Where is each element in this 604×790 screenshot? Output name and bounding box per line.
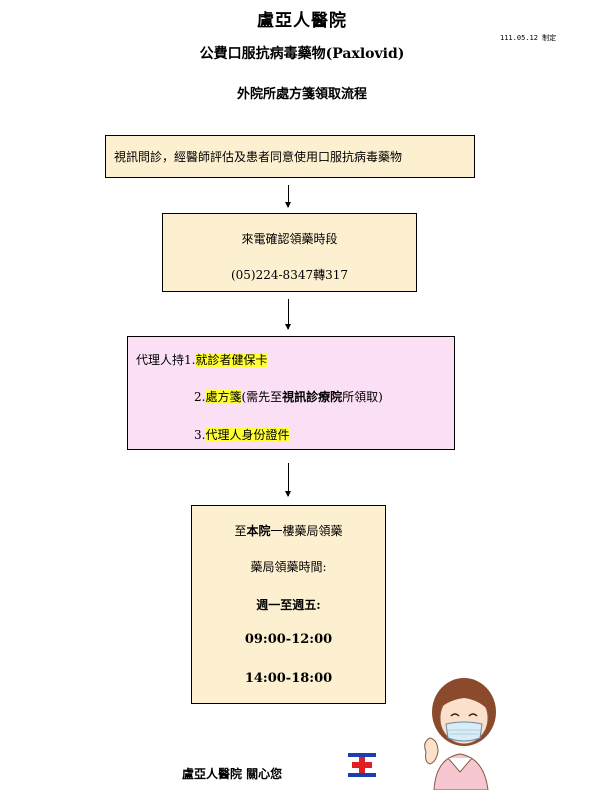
- pharmacy-hours-label: 藥局領藥時間:: [250, 560, 327, 574]
- step-3-item-3: 3.代理人身份證件: [194, 426, 290, 443]
- hospital-logo-icon: [348, 753, 376, 777]
- item-3-text: 代理人身份證件: [205, 428, 290, 442]
- item-2-number: 2.: [194, 390, 206, 404]
- item-2-text: 處方箋: [205, 390, 242, 404]
- footer-text: 盧亞人醫院 關心您: [182, 767, 283, 781]
- item-3-number: 3.: [194, 428, 206, 442]
- item-2-note-c: 所領取): [342, 390, 383, 404]
- step-3-item-2: 2.處方箋(需先至視訊診療院所領取): [194, 388, 383, 405]
- item-1-text: 就診者健保卡: [195, 353, 268, 367]
- item-2-note-b: 視訊診療院: [282, 390, 343, 404]
- phone-number: (05)224-8347轉317: [230, 268, 349, 282]
- step-4-line-1: 至本院一樓藥局領藥: [192, 522, 385, 539]
- afternoon-hours: 14:00-18:00: [244, 671, 333, 686]
- item-2-note-a: (需先至: [241, 390, 283, 404]
- arrow-down-icon: [285, 463, 291, 497]
- step-3-box: 代理人持1.就診者健保卡 2.處方箋(需先至視訊診療院所領取) 3.代理人身份證…: [127, 336, 455, 450]
- arrow-down-icon: [285, 299, 291, 330]
- document-date: 111.05.12 制定: [500, 34, 557, 42]
- step-2-box: 來電確認領藥時段 (05)224-8347轉317: [162, 213, 417, 292]
- step-4-line-1-c: 一樓藥局領藥: [270, 524, 343, 538]
- nurse-illustration-icon: [424, 678, 496, 790]
- step-1-text: 視訊問診，經醫師評估及患者同意使用口服抗病毒藥物: [114, 150, 403, 164]
- title-line-1: 公費口服抗病毒藥物(Paxlovid): [199, 46, 405, 62]
- step-3-prefix: 代理人持: [136, 353, 185, 367]
- step-4-line-1-a: 至: [234, 524, 247, 538]
- arrow-down-icon: [285, 185, 291, 208]
- morning-hours: 09:00-12:00: [244, 632, 333, 647]
- title-line-2: 外院所處方箋領取流程: [236, 87, 367, 102]
- step-3-item-1: 代理人持1.就診者健保卡: [136, 351, 268, 368]
- step-1-box: 視訊問診，經醫師評估及患者同意使用口服抗病毒藥物: [105, 135, 475, 178]
- step-4-box: 至本院一樓藥局領藥 藥局領藥時間: 週一至週五: 09:00-12:00 14:…: [191, 505, 386, 704]
- weekday-label: 週一至週五:: [256, 598, 321, 612]
- step-4-line-1-b: 本院: [246, 524, 271, 538]
- item-1-number: 1.: [184, 353, 196, 367]
- hospital-title: 盧亞人醫院: [257, 11, 347, 31]
- step-2-line-1: 來電確認領藥時段: [241, 232, 338, 246]
